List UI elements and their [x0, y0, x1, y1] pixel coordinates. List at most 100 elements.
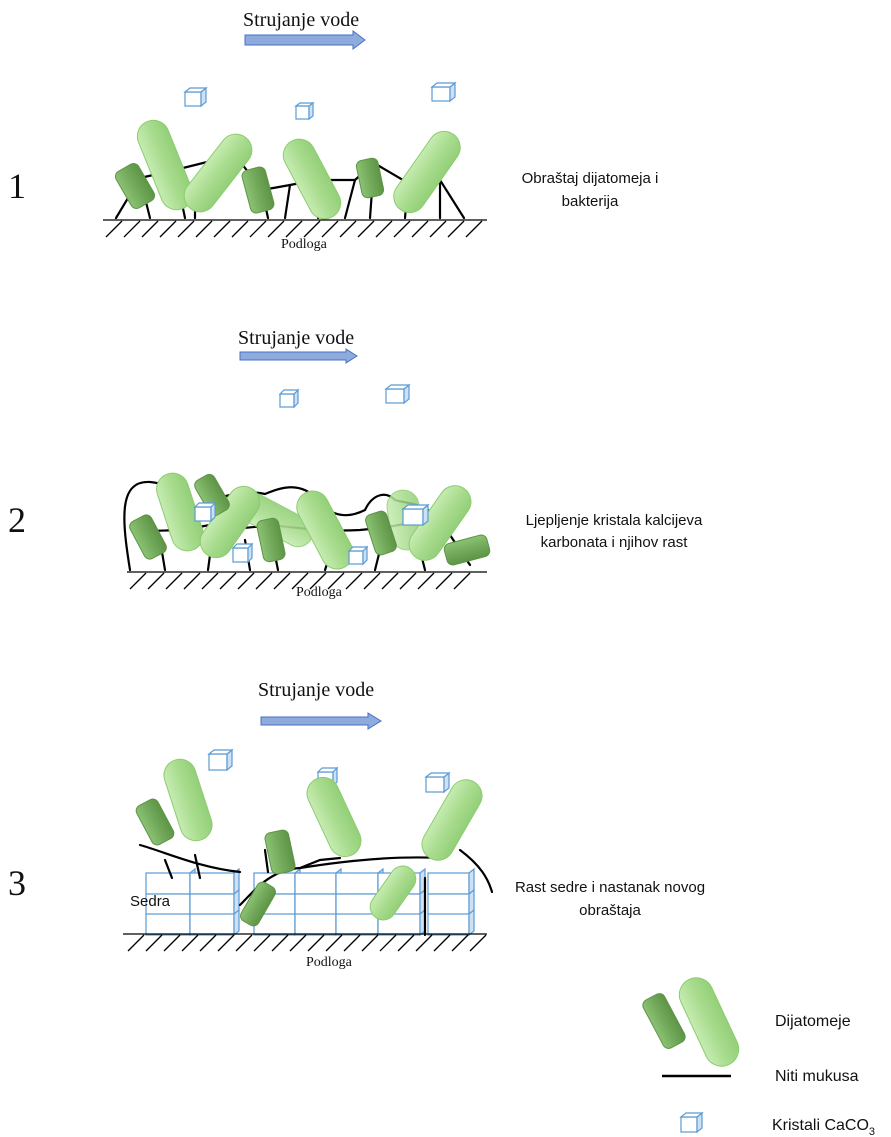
diatom-disc [443, 534, 491, 566]
flow-arrow [244, 30, 366, 50]
ground-hatch [159, 220, 177, 238]
crystal-icon [294, 101, 315, 121]
crystals [278, 383, 411, 409]
ground-hatch [141, 220, 159, 238]
tufa-block [335, 913, 379, 936]
tufa-block [294, 872, 337, 895]
ground-hatch [415, 934, 433, 952]
caption-line-2: obraštaja [579, 902, 641, 919]
diatom-rod [678, 977, 740, 1067]
ground-hatch [289, 934, 307, 952]
crystal-icon [384, 383, 411, 405]
diatoms [129, 472, 491, 570]
diatom-disc [194, 473, 230, 517]
diatom-rod [183, 133, 253, 213]
caption-line-2: karbonata i njihov rast [541, 534, 689, 551]
diatom-rod [369, 865, 417, 921]
tufa-block [189, 893, 235, 916]
crystals [183, 81, 457, 121]
crystal-icon [207, 748, 234, 772]
caption-line-1: Rast sedre i nastanak novog [515, 879, 705, 896]
substrate-label: Podloga [281, 237, 328, 252]
crystal-icon [183, 86, 208, 108]
ground-hatch [177, 220, 195, 238]
tufa-block [427, 893, 470, 916]
ground-hatch [343, 934, 361, 952]
diatom-disc [365, 510, 397, 556]
tufa-block-side [233, 908, 240, 937]
ground-hatch [181, 934, 199, 952]
ground-hatch [399, 572, 417, 590]
crystal-icon [430, 81, 457, 103]
ground-hatch [327, 572, 345, 590]
diatom-disc [129, 514, 167, 560]
caption-line-1: Obraštaj dijatomeja i [522, 170, 659, 187]
crystal-icon [278, 388, 300, 409]
panel-number: 1 [8, 166, 26, 206]
ground-hatch [201, 572, 219, 590]
tufa-block [145, 872, 191, 895]
diatom-rod [296, 490, 354, 570]
flow-label: Strujanje vode [258, 679, 374, 701]
ground-hatch [453, 572, 471, 590]
diatom-rod [136, 119, 194, 211]
legend-diatoms-symbol [642, 977, 740, 1067]
legend: Dijatomeje Niti mukusa Kristali CaCO3 [642, 977, 875, 1137]
ground-hatch [417, 572, 435, 590]
diatom-rod [163, 758, 213, 842]
legend-diatoms-label: Dijatomeje [775, 1013, 851, 1030]
tufa-block [427, 872, 470, 895]
ground-hatch [325, 934, 343, 952]
ground-hatch [285, 220, 303, 238]
substrate-label: Podloga [306, 955, 353, 970]
diatom-disc [135, 798, 175, 846]
substrate [123, 933, 487, 952]
ground-hatch [127, 934, 145, 952]
ground-hatch [213, 220, 231, 238]
ground-hatch [253, 934, 271, 952]
ground-hatch [271, 934, 289, 952]
panel-number: 3 [8, 863, 26, 903]
tufa-block [145, 913, 191, 936]
ground-hatch [375, 220, 393, 238]
ground-hatch [307, 934, 325, 952]
tufa-block [294, 893, 337, 916]
legend-crystals-text: Kristali CaCO [772, 1117, 869, 1134]
ground-hatch [219, 572, 237, 590]
ground-hatch [339, 220, 357, 238]
diatom-disc [355, 157, 385, 199]
ground-hatch [147, 572, 165, 590]
ground-hatch [165, 572, 183, 590]
substrate [127, 571, 487, 590]
crystal-icon [193, 501, 217, 523]
diatom-rod [421, 779, 483, 861]
ground-hatch [183, 572, 201, 590]
ground-hatch [393, 220, 411, 238]
ground-hatch [379, 934, 397, 952]
ground-hatch [429, 220, 447, 238]
tufa-block [189, 872, 235, 895]
diatom-disc [256, 517, 286, 563]
ground-hatch [273, 572, 291, 590]
panel-number: 2 [8, 500, 26, 540]
ground-hatch [303, 220, 321, 238]
ground-hatch [357, 220, 375, 238]
diatom-disc [264, 829, 296, 875]
crystal-icon [347, 545, 369, 566]
diatom-rod [306, 776, 362, 858]
ground-hatch [195, 220, 213, 238]
panel-2: 2 Strujanje vode [8, 327, 703, 600]
diatom-disc [240, 881, 276, 927]
ground-hatch [231, 220, 249, 238]
ground-hatch [105, 220, 123, 238]
tufa-block [294, 913, 337, 936]
tufa-block-side [468, 908, 475, 937]
ground-hatch [435, 572, 453, 590]
crystal-icon [231, 542, 254, 564]
ground-hatch [255, 572, 273, 590]
ground-hatch [361, 934, 379, 952]
caption-line-2: bakterija [562, 193, 619, 210]
ground-hatch [309, 572, 327, 590]
ground-hatch [451, 934, 469, 952]
ground-hatch [163, 934, 181, 952]
